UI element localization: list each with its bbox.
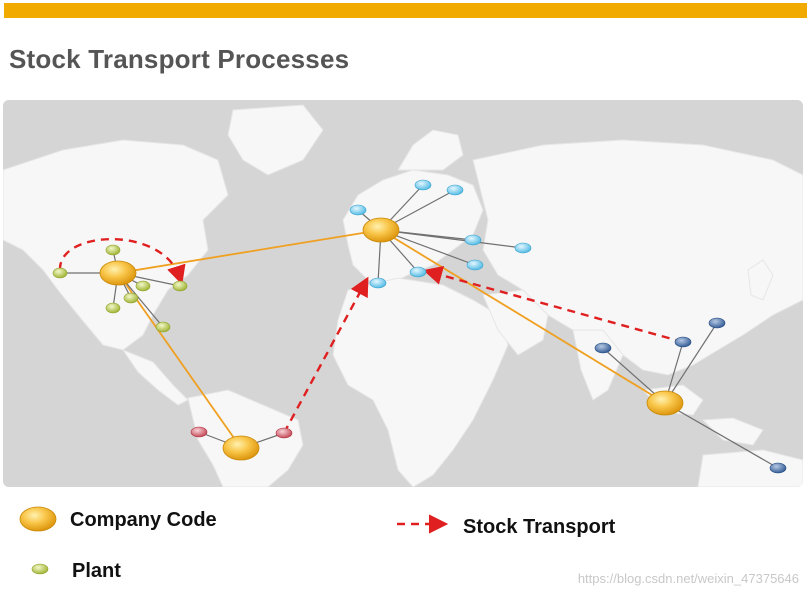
page-title: Stock Transport Processes	[9, 44, 350, 74]
legend: Company Code Plant Stock Transport https…	[0, 488, 807, 594]
indonesia-east	[701, 417, 764, 446]
company-links	[117, 229, 666, 449]
stock-transport-asia-eu	[423, 265, 684, 344]
link-eu-asia	[380, 229, 666, 404]
company-codes	[99, 217, 684, 461]
company-code-asia	[646, 390, 684, 416]
legend-icons	[19, 506, 449, 575]
legend-company-code-label: Company Code	[70, 509, 217, 531]
plants-asia	[594, 317, 787, 474]
company-code-europe	[362, 217, 400, 243]
scandinavia	[397, 129, 464, 171]
link-na-sa	[117, 272, 242, 449]
plants-south-america	[190, 426, 293, 439]
stock-transport-na-loop	[58, 238, 186, 285]
central-america	[121, 348, 189, 406]
top-accent-bar	[0, 0, 807, 20]
company-code-south-america	[222, 435, 260, 461]
plants-north-america	[52, 244, 188, 333]
watermark: https://blog.csdn.net/weixin_47375646	[577, 571, 799, 586]
plant-legend-icon	[31, 563, 49, 575]
world-map-diagram	[3, 100, 803, 487]
legend-plant-label: Plant	[72, 560, 121, 582]
map-svg	[3, 100, 803, 487]
plants-europe	[349, 179, 532, 289]
company-code-legend-icon	[19, 506, 57, 532]
link-na-eu	[117, 229, 382, 274]
stock-transport-arrows	[58, 238, 684, 434]
asia	[472, 139, 803, 376]
japan	[747, 259, 774, 301]
greenland	[227, 104, 324, 176]
accent-stripe	[4, 3, 807, 18]
europe	[342, 169, 484, 286]
company-code-north-america	[99, 260, 137, 286]
north-america	[3, 139, 229, 351]
australia	[697, 449, 803, 487]
legend-stock-transport-label: Stock Transport	[463, 516, 616, 538]
stock-transport-sa-eu	[282, 276, 369, 434]
africa	[332, 277, 509, 487]
